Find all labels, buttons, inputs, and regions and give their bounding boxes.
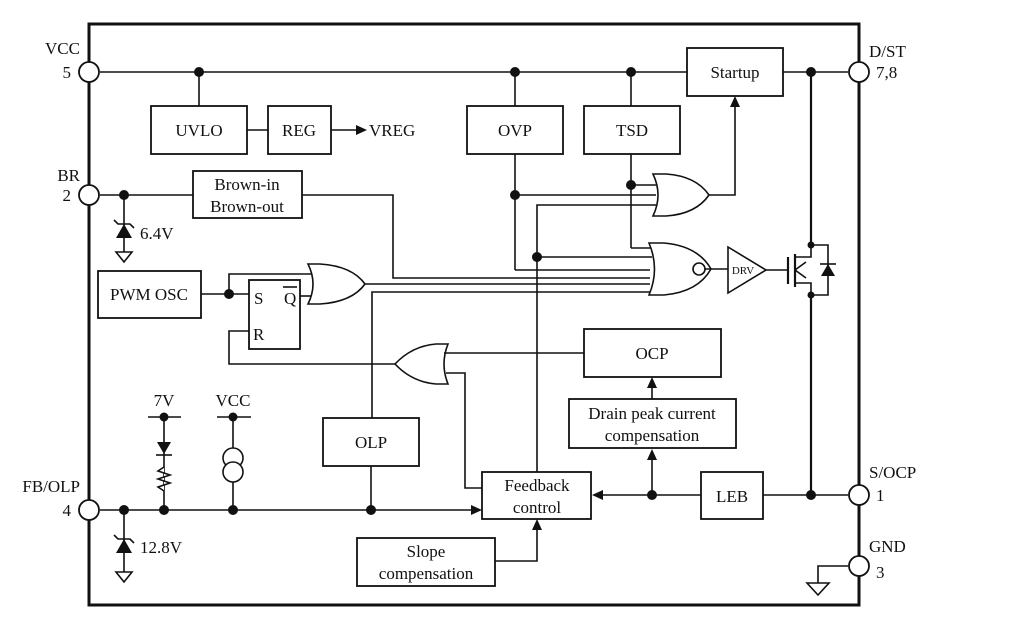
pin-br[interactable]: BR 2: [57, 166, 100, 206]
svg-text:UVLO: UVLO: [175, 121, 222, 140]
svg-text:7,8: 7,8: [876, 63, 897, 82]
svg-text:6.4V: 6.4V: [140, 224, 174, 243]
svg-text:VCC: VCC: [216, 391, 251, 410]
ground-icon: [114, 571, 134, 584]
pin-s-ocp-terminal[interactable]: [848, 484, 870, 506]
clamp-7v: 7V: [148, 391, 181, 510]
arrow-up-icon: [532, 519, 542, 530]
pwm-osc-block: PWM OSC: [97, 270, 202, 319]
vreg-output: VREG: [331, 121, 415, 140]
svg-text:Drain peak current: Drain peak current: [588, 404, 716, 423]
diode-icon: [157, 442, 171, 454]
or-gate-reset: [393, 343, 450, 385]
slope-compensation-block: Slope compensation: [356, 537, 496, 587]
inverter-bubble: [692, 262, 706, 276]
pin-vcc-terminal[interactable]: [78, 61, 100, 83]
svg-text:S/OCP: S/OCP: [869, 463, 916, 482]
svg-text:OVP: OVP: [498, 121, 532, 140]
svg-text:5: 5: [63, 63, 72, 82]
svg-text:compensation: compensation: [379, 564, 474, 583]
pin-fb-olp-terminal[interactable]: [78, 499, 100, 521]
svg-text:2: 2: [63, 186, 72, 205]
svg-text:GND: GND: [869, 537, 906, 556]
svg-text:PWM OSC: PWM OSC: [110, 285, 188, 304]
brown-in-out-block: Brown-in Brown-out: [192, 170, 303, 219]
ground-icon: [805, 582, 831, 597]
uvlo-block: UVLO: [150, 105, 248, 155]
svg-text:REG: REG: [282, 121, 316, 140]
svg-text:OCP: OCP: [635, 344, 668, 363]
svg-text:Slope: Slope: [407, 542, 446, 561]
pin-d-st[interactable]: D/ST 7,8: [848, 42, 906, 83]
svg-text:D/ST: D/ST: [869, 42, 906, 61]
olp-block: OLP: [322, 417, 420, 467]
svg-text:S: S: [254, 289, 263, 308]
arrow-right-icon: [471, 505, 482, 515]
svg-text:7V: 7V: [154, 391, 176, 410]
pin-gnd[interactable]: GND 3: [848, 537, 906, 582]
ic-package-outline: [87, 22, 861, 607]
svg-text:BR: BR: [57, 166, 80, 185]
tsd-block: TSD: [583, 105, 681, 155]
svg-text:TSD: TSD: [616, 121, 648, 140]
or-gate-startup: [651, 173, 710, 217]
svg-text:OLP: OLP: [355, 433, 387, 452]
svg-text:Q: Q: [284, 289, 296, 308]
body-diode-icon: [821, 264, 835, 276]
svg-text:VCC: VCC: [45, 39, 80, 58]
resistor-icon: [155, 466, 173, 492]
svg-text:DRV: DRV: [732, 265, 754, 277]
svg-text:1: 1: [876, 486, 885, 505]
power-mosfet: [786, 241, 836, 299]
zener-diode-fb: 12.8V: [113, 534, 183, 584]
svg-text:3: 3: [876, 563, 885, 582]
zener-diode-br: 6.4V: [113, 219, 174, 264]
arrow-up-icon: [730, 96, 740, 107]
arrow-left-icon: [592, 490, 603, 500]
pin-vcc[interactable]: VCC 5: [45, 39, 100, 83]
current-source-vcc: VCC: [216, 391, 251, 510]
startup-block: Startup: [686, 47, 784, 97]
arrow-right-icon: [356, 125, 367, 135]
svg-text:Brown-in: Brown-in: [214, 175, 280, 194]
svg-text:R: R: [253, 325, 265, 344]
pin-s-ocp[interactable]: S/OCP 1: [848, 463, 916, 506]
svg-text:Brown-out: Brown-out: [210, 197, 284, 216]
svg-text:Feedback: Feedback: [504, 476, 570, 495]
ocp-block: OCP: [583, 328, 722, 378]
svg-text:VREG: VREG: [369, 121, 415, 140]
drain-peak-compensation-block: Drain peak current compensation: [568, 398, 737, 449]
svg-text:compensation: compensation: [605, 426, 700, 445]
sr-flip-flop: S Q R: [248, 279, 301, 350]
svg-text:12.8V: 12.8V: [140, 538, 183, 557]
gnd-net: [805, 565, 848, 597]
or-gate-pwm: [306, 263, 366, 305]
nor-gate: [647, 242, 712, 296]
svg-text:Startup: Startup: [710, 63, 759, 82]
vcc-rail: [100, 67, 687, 106]
pin-fb-olp[interactable]: FB/OLP 4: [22, 477, 100, 521]
leb-block: LEB: [700, 471, 764, 520]
ground-icon: [114, 251, 134, 264]
arrow-up-icon: [647, 449, 657, 460]
arrow-up-icon: [647, 377, 657, 388]
pin-d-st-terminal[interactable]: [848, 61, 870, 83]
feedback-control-block: Feedback control: [481, 471, 592, 520]
pin-br-terminal[interactable]: [78, 184, 100, 206]
svg-text:LEB: LEB: [716, 487, 748, 506]
pin-gnd-terminal[interactable]: [848, 555, 870, 577]
drv-buffer: DRV: [727, 245, 768, 295]
svg-text:4: 4: [63, 501, 72, 520]
svg-text:FB/OLP: FB/OLP: [22, 477, 80, 496]
ovp-block: OVP: [466, 105, 564, 155]
svg-text:control: control: [513, 498, 561, 517]
reg-block: REG: [267, 105, 332, 155]
